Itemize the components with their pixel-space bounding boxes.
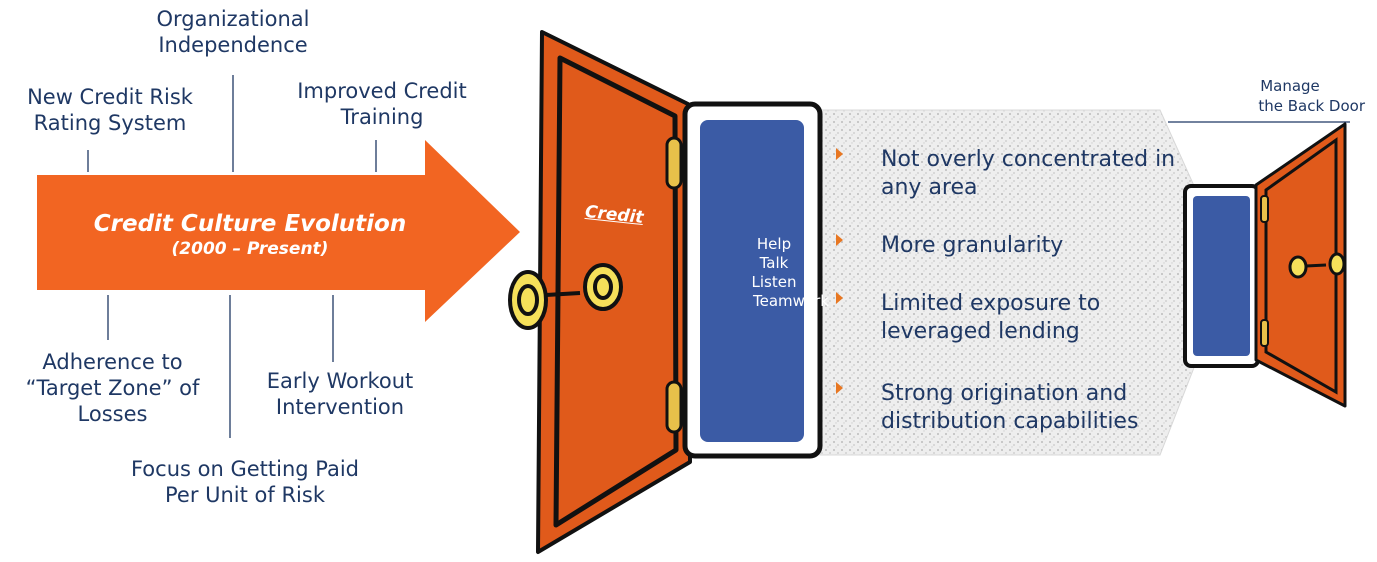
bullet-leveraged-lending: Limited exposure to leveraged lending: [836, 290, 1216, 350]
arrow-subtitle: (2000 – Present): [171, 239, 329, 259]
bullet-concentration: Not overly concentrated in any area: [836, 146, 1216, 206]
bullet-marker-icon: [836, 292, 843, 304]
door-word-help: Help: [756, 235, 792, 253]
bullet-granularity: More granularity: [836, 232, 1216, 262]
bullet-origination-distribution: Strong origination and distribution capa…: [836, 380, 1216, 440]
door-word-teamwork: Teamwork: [753, 292, 829, 310]
evolution-arrow: [37, 140, 520, 322]
bullet-marker-icon: [836, 148, 843, 160]
bullet-marker-icon: [836, 234, 843, 246]
bullet-marker-icon: [836, 382, 843, 394]
door-word-talk: Talk: [759, 254, 789, 272]
door-word-listen: Listen: [751, 273, 797, 291]
front-door-frame: [682, 101, 823, 459]
arrow-title: Credit Culture Evolution: [93, 211, 407, 237]
front-door: [508, 30, 692, 554]
back-door: [1183, 122, 1347, 408]
label-connectors: [87, 75, 377, 438]
